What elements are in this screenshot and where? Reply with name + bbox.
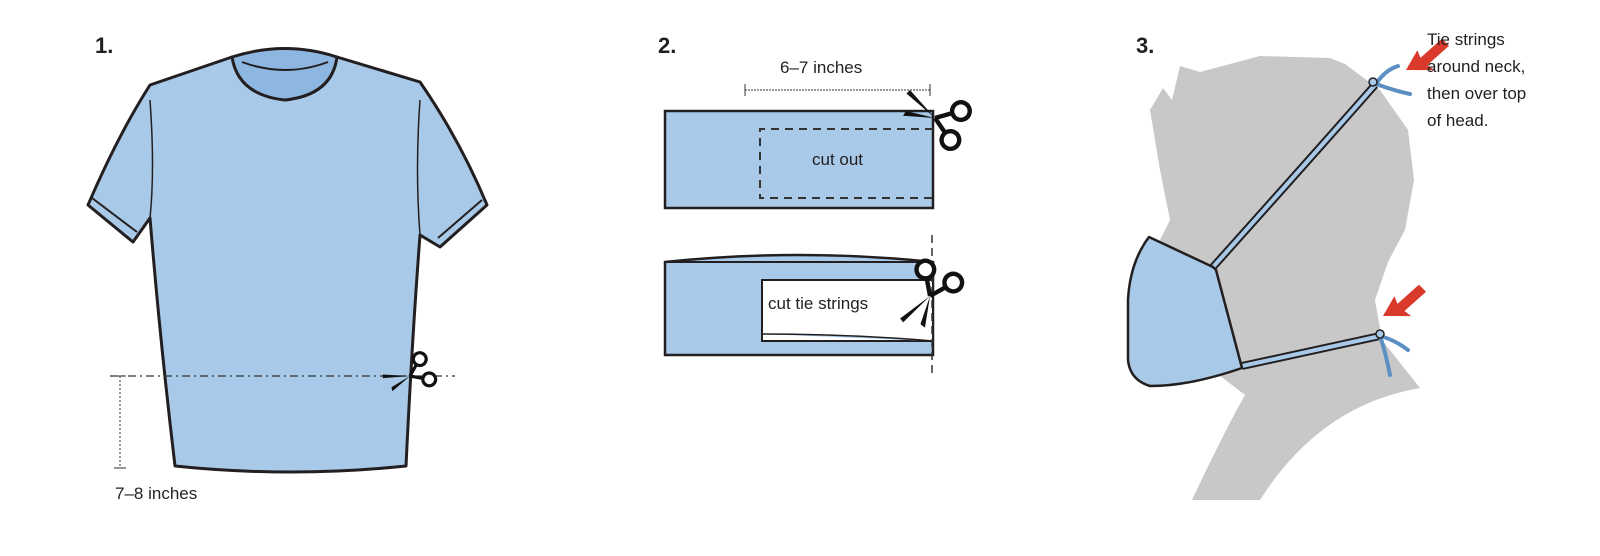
note-line: of head. xyxy=(1427,111,1489,130)
note-line: then over top xyxy=(1427,84,1527,103)
note-line: Tie strings xyxy=(1427,30,1505,49)
step-2-number: 2. xyxy=(658,33,677,58)
step-2-measurement: 6–7 inches xyxy=(780,58,863,77)
step-1-measurement: 7–8 inches xyxy=(115,484,198,503)
t-shirt xyxy=(86,47,489,474)
cut-tie-area xyxy=(761,279,934,342)
cut-out-label: cut out xyxy=(812,150,864,169)
dimension-6-7 xyxy=(744,84,931,96)
cut-out-outline xyxy=(759,128,933,199)
dimension-7-8 xyxy=(114,375,126,469)
step-3-number: 3. xyxy=(1136,33,1155,58)
face-mask xyxy=(1126,64,1412,388)
arrow-icon xyxy=(1379,283,1430,320)
head-silhouette xyxy=(1150,56,1420,500)
cut-tie-strings-label: cut tie strings xyxy=(768,294,869,313)
step-1-number: 1. xyxy=(95,33,114,58)
fabric-strip xyxy=(663,109,935,210)
tie-instructions: Tie strings around neck, then over top o… xyxy=(1427,26,1526,134)
note-line: around neck, xyxy=(1427,57,1526,76)
